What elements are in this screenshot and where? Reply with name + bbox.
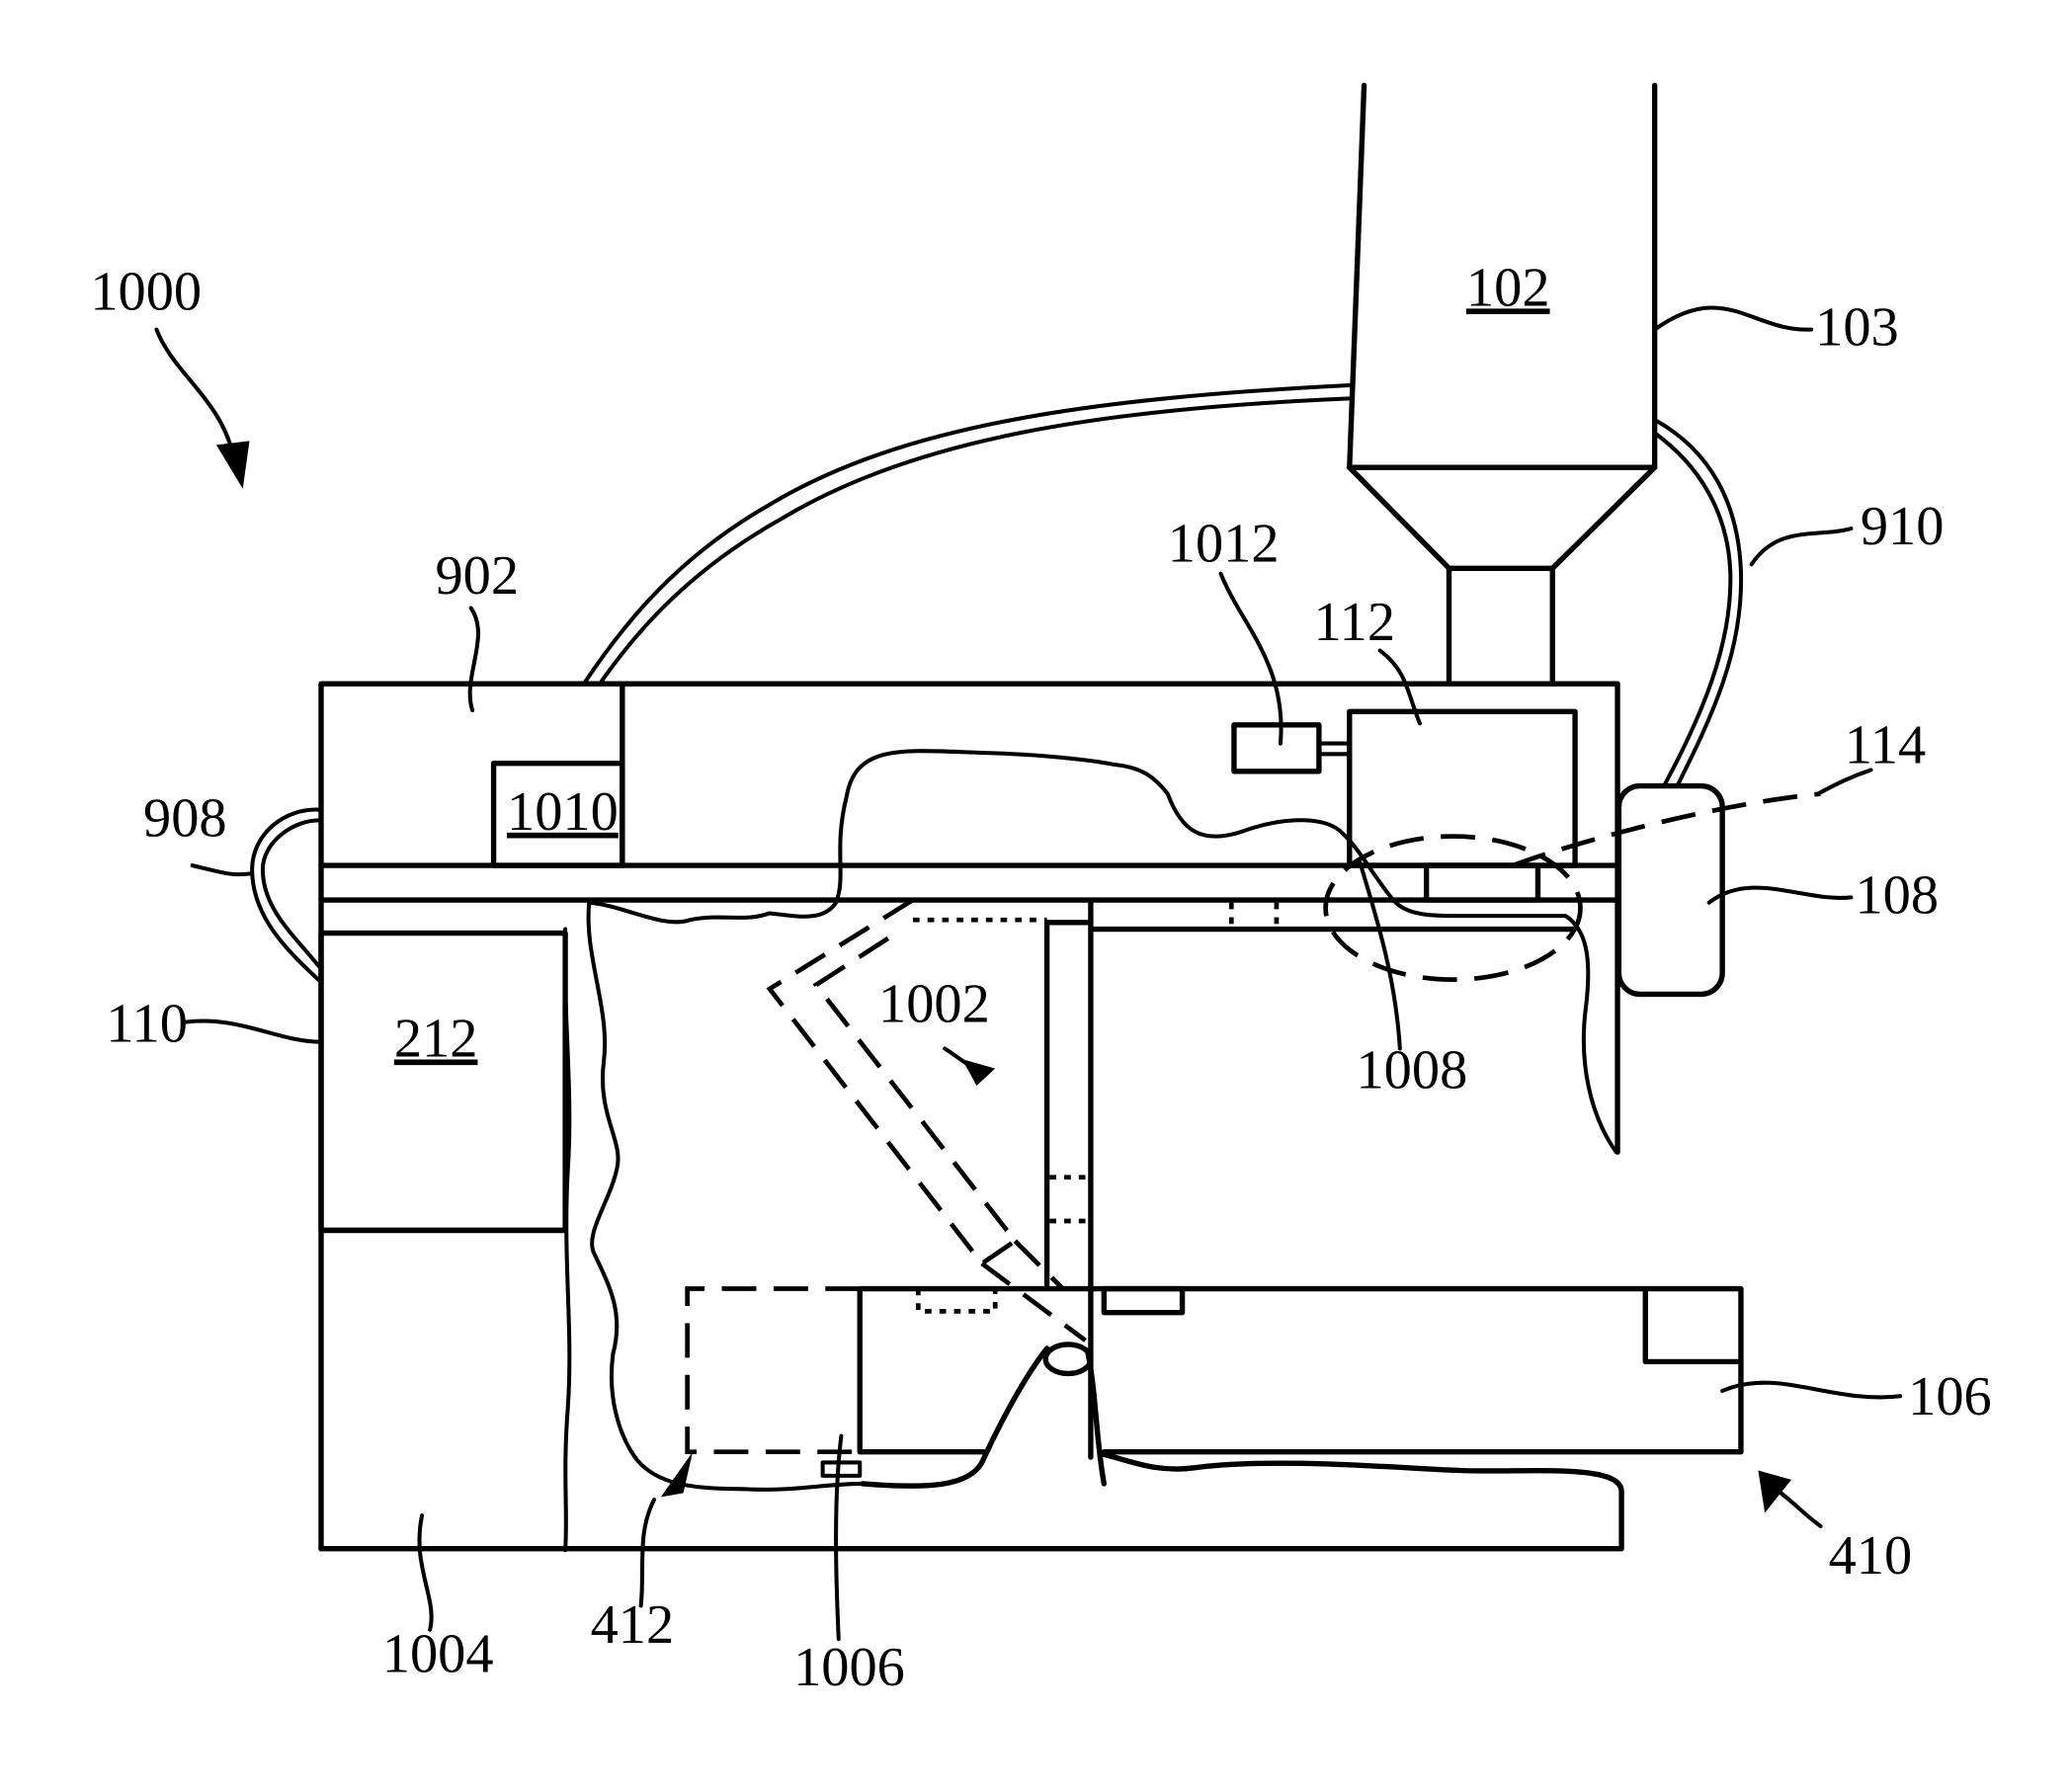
label-114: 114	[1845, 715, 1927, 776]
label-110: 110	[106, 994, 188, 1055]
label-108: 108	[1855, 864, 1939, 926]
label-910: 910	[1861, 496, 1945, 557]
arrow-1000	[216, 441, 250, 488]
module-212	[321, 934, 565, 1231]
hopper-102	[1350, 85, 1655, 684]
label-112: 112	[1314, 592, 1396, 653]
arrow-1002	[962, 1059, 996, 1086]
reference-labels: 1000 102 103 910 1012 902 112 114 908 10…	[90, 257, 1991, 1698]
spout	[863, 1344, 1104, 1486]
label-902: 902	[435, 545, 519, 607]
label-103: 103	[1815, 297, 1899, 359]
label-908: 908	[143, 788, 227, 850]
label-1002: 1002	[878, 974, 990, 1035]
rail	[1047, 900, 1574, 1457]
label-1010: 1010	[507, 781, 619, 843]
container-412	[688, 1289, 861, 1476]
label-102: 102	[1466, 257, 1550, 318]
arrow-412	[661, 1452, 693, 1498]
dotted-details	[913, 903, 1277, 1312]
label-412: 412	[591, 1594, 675, 1656]
base-housing	[321, 1454, 1621, 1548]
cutaway-left	[589, 903, 863, 1490]
chute-1002	[770, 900, 1086, 1341]
label-1008: 1008	[1356, 1040, 1467, 1101]
label-410: 410	[1829, 1525, 1913, 1587]
arrow-410	[1758, 1470, 1791, 1512]
label-212: 212	[394, 1008, 478, 1069]
label-1006: 1006	[793, 1637, 905, 1698]
motor-1012	[1234, 725, 1350, 772]
sensor-108	[1618, 786, 1722, 995]
cutaway-left-inner	[565, 930, 570, 1551]
grinder-112	[1350, 711, 1575, 900]
tray-106	[860, 1289, 1741, 1452]
label-106: 106	[1908, 1366, 1992, 1427]
label-1004: 1004	[382, 1624, 494, 1685]
label-1000: 1000	[90, 261, 202, 322]
label-1012: 1012	[1168, 514, 1280, 575]
leaders	[186, 307, 1900, 1639]
